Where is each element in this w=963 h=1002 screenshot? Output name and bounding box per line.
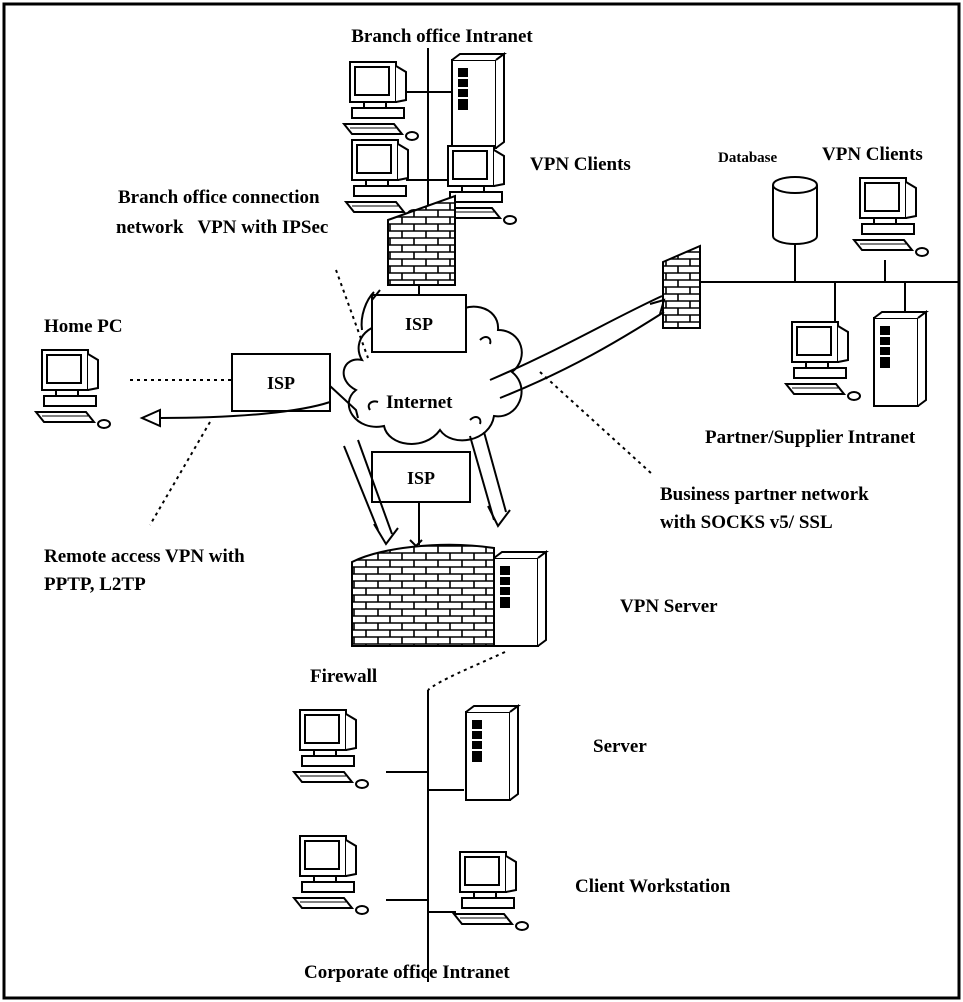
corporate-network bbox=[294, 545, 546, 982]
client-workstation-icon bbox=[454, 852, 528, 930]
isp-top-box: ISP bbox=[372, 295, 466, 352]
partner-network bbox=[663, 177, 958, 406]
firewall-label: Firewall bbox=[310, 666, 377, 687]
vpn-server-label: VPN Server bbox=[620, 596, 718, 617]
remote-access-label-1: Remote access VPN with bbox=[44, 546, 245, 567]
vpn-server-icon bbox=[494, 552, 546, 646]
corporate-pc-icon bbox=[294, 836, 368, 914]
database-label: Database bbox=[718, 150, 778, 166]
remote-access-label-2: PPTP, L2TP bbox=[44, 574, 146, 595]
partner-firewall-icon bbox=[663, 246, 700, 328]
corporate-pc-icon bbox=[294, 710, 368, 788]
branch-intranet-label: Branch office Intranet bbox=[351, 26, 533, 47]
partner-vpn-client-icon bbox=[854, 178, 928, 256]
isp-bottom-label: ISP bbox=[407, 468, 435, 488]
corporate-intranet-label: Corporate office Intranet bbox=[304, 962, 510, 983]
partner-intranet-label: Partner/Supplier Intranet bbox=[705, 427, 916, 448]
branch-office-network bbox=[344, 48, 516, 285]
isp-left-box: ISP bbox=[232, 354, 330, 411]
branch-pc-icon bbox=[344, 62, 418, 140]
branch-server-icon bbox=[452, 54, 504, 148]
branch-connection-label-1: Branch office connection bbox=[118, 187, 320, 208]
database-icon bbox=[773, 177, 817, 244]
branch-connection-label-2: network VPN with IPSec bbox=[116, 217, 328, 238]
home-pc-label: Home PC bbox=[44, 316, 123, 337]
internet-label: Internet bbox=[386, 392, 453, 413]
home-pc-icon bbox=[36, 350, 110, 428]
client-workstation-label: Client Workstation bbox=[575, 876, 731, 897]
branch-vpn-clients-label: VPN Clients bbox=[530, 154, 631, 175]
business-partner-label-2: with SOCKS v5/ SSL bbox=[660, 512, 833, 533]
business-partner-label-1: Business partner network bbox=[660, 484, 869, 505]
partner-vpn-clients-label: VPN Clients bbox=[822, 144, 923, 165]
corporate-firewall-icon bbox=[352, 545, 494, 646]
partner-server-icon bbox=[874, 312, 926, 406]
isp-left-label: ISP bbox=[267, 373, 295, 393]
server-label: Server bbox=[593, 736, 647, 757]
isp-bottom-box: ISP bbox=[372, 452, 470, 502]
partner-pc-icon bbox=[786, 322, 860, 400]
isp-top-label: ISP bbox=[405, 314, 433, 334]
corporate-server-icon bbox=[466, 706, 518, 800]
